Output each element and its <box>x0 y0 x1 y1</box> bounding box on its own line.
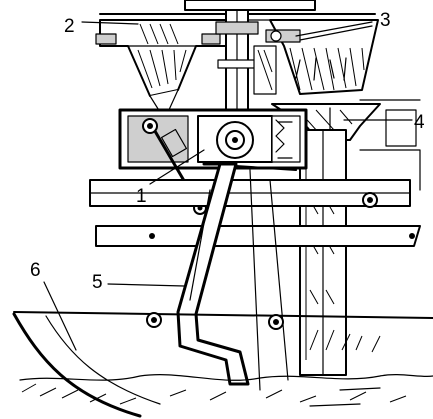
leader-lines <box>43 21 413 351</box>
label-6: 6 <box>30 260 41 281</box>
callout-labels: 2 3 4 1 5 6 <box>30 10 425 293</box>
label-2: 2 <box>64 16 75 37</box>
left-seed-hopper <box>95 19 229 113</box>
label-5: 5 <box>92 272 103 293</box>
label-4: 4 <box>414 112 425 133</box>
seed-tube <box>299 129 347 376</box>
ground-and-wheel <box>12 311 433 418</box>
right-fertilizer-hopper <box>265 19 379 95</box>
label-3: 3 <box>380 10 391 31</box>
side-frame <box>89 99 421 247</box>
coulter-opener <box>176 162 297 391</box>
central-shaft <box>215 9 277 111</box>
label-1: 1 <box>136 186 147 207</box>
